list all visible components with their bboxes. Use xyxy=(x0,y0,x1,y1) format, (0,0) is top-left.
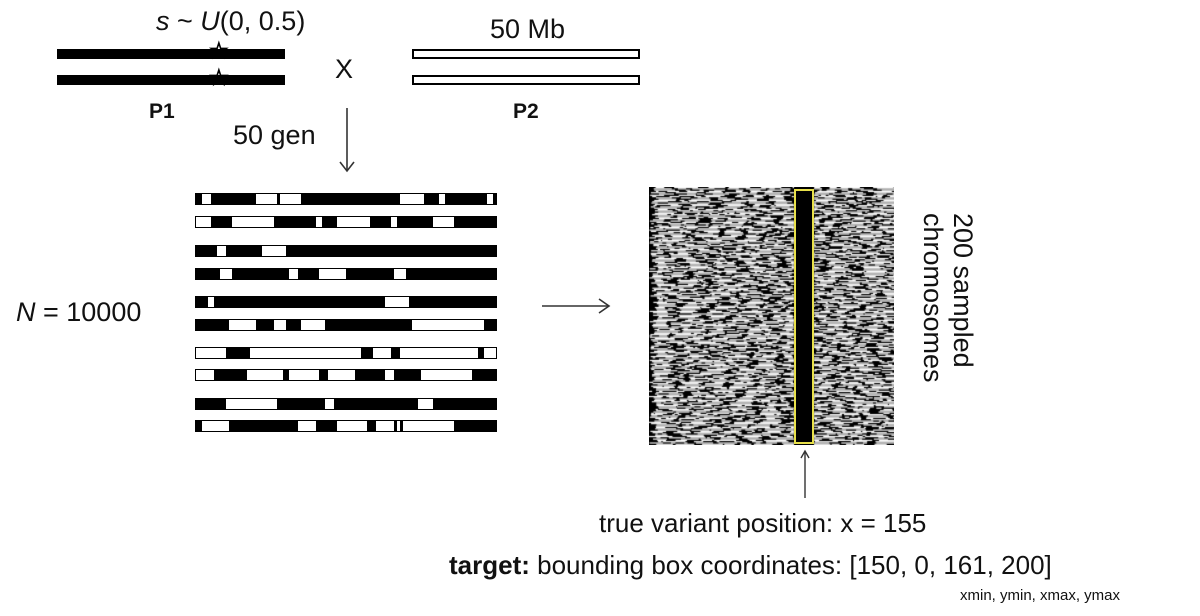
p1-label: P1 xyxy=(149,100,175,123)
p2-segment xyxy=(319,269,346,279)
recombinant-chromosome xyxy=(195,296,497,308)
p2-segment xyxy=(385,297,409,307)
p2-segment xyxy=(325,399,334,409)
selection-formula: s ~ U(0, 0.5) xyxy=(156,6,305,37)
p2-segment xyxy=(394,269,406,279)
target-label-rest: bounding box coordinates: [150, 0, 161, … xyxy=(529,550,1052,580)
haplotype-heatmap xyxy=(649,187,894,445)
p2-segment xyxy=(208,297,214,307)
target-caption: xmin, ymin, xmax, ymax xyxy=(960,587,1121,604)
p2-segment xyxy=(256,194,277,204)
population-symbol-N: N xyxy=(16,297,36,327)
down-arrow-icon xyxy=(339,108,355,173)
population-value: = 10000 xyxy=(35,297,142,327)
p2-segment xyxy=(421,370,472,380)
selection-tilde: ~ xyxy=(169,6,201,36)
p2-segment xyxy=(301,320,325,330)
generations-label: 50 gen xyxy=(233,120,316,150)
recombinant-chromosome xyxy=(195,245,497,257)
p2-segment xyxy=(289,269,298,279)
variant-bounding-box xyxy=(794,189,814,444)
p2-segment xyxy=(196,217,211,227)
population-label: N = 10000 xyxy=(16,297,141,328)
selection-args: (0, 0.5) xyxy=(219,6,306,36)
p2-chromosome-bottom xyxy=(412,75,640,85)
right-arrow-icon xyxy=(542,298,611,314)
selection-symbol-U: U xyxy=(200,6,220,36)
cross-symbol: X xyxy=(335,54,354,84)
p2-label: P2 xyxy=(513,100,539,123)
p2-segment xyxy=(289,370,319,380)
p2-segment xyxy=(484,348,496,358)
length-label: 50 Mb xyxy=(490,14,566,44)
p1-chromosome-bottom xyxy=(57,75,285,85)
p2-segment xyxy=(337,421,367,431)
selection-symbol-s: s xyxy=(156,6,170,36)
p2-segment xyxy=(337,217,370,227)
recombinant-chromosome xyxy=(195,420,497,432)
p2-segment xyxy=(232,217,274,227)
row-count-label: 200 sampled chromosomes xyxy=(918,213,978,383)
target-label-bold: target: xyxy=(449,550,530,580)
recombinant-chromosome xyxy=(195,193,497,205)
p2-segment xyxy=(400,348,478,358)
p2-segment xyxy=(403,421,454,431)
p2-segment xyxy=(391,217,397,227)
row-count-line1: 200 sampled xyxy=(948,213,978,368)
star-icon: ☆ xyxy=(209,66,230,91)
p2-segment xyxy=(250,348,361,358)
p2-chromosome-top xyxy=(412,49,640,59)
p2-segment xyxy=(433,217,454,227)
p2-segment xyxy=(196,370,214,380)
recombinant-chromosome xyxy=(195,216,497,228)
p2-segment xyxy=(376,421,394,431)
p2-segment xyxy=(280,194,301,204)
up-arrow-icon xyxy=(800,449,810,498)
p2-segment xyxy=(373,348,391,358)
p2-segment xyxy=(487,194,493,204)
p2-segment xyxy=(202,194,211,204)
recombinant-chromosomes xyxy=(195,193,497,433)
row-count-line2: chromosomes xyxy=(918,213,948,383)
haplotype-heatmap-canvas xyxy=(649,187,894,445)
target-label: target: bounding box coordinates: [150, … xyxy=(449,550,1052,581)
p2-segment xyxy=(412,320,484,330)
p2-segment xyxy=(274,320,286,330)
p2-segment xyxy=(247,370,283,380)
star-icon: ☆ xyxy=(209,39,230,64)
p2-segment xyxy=(418,399,433,409)
p2-segment xyxy=(385,370,394,380)
p2-segment xyxy=(229,320,256,330)
p2-segment xyxy=(328,370,355,380)
variant-position-label: true variant position: x = 155 xyxy=(599,508,927,538)
p2-segment xyxy=(298,421,316,431)
p2-segment xyxy=(220,269,232,279)
p2-segment xyxy=(196,348,226,358)
p2-segment xyxy=(316,217,322,227)
p2-segment xyxy=(439,194,445,204)
p2-segment xyxy=(397,421,400,431)
p2-segment xyxy=(226,399,277,409)
p2-segment xyxy=(262,246,286,256)
recombinant-chromosome xyxy=(195,398,497,410)
recombinant-chromosome xyxy=(195,347,497,359)
recombinant-chromosome xyxy=(195,369,497,381)
p2-segment xyxy=(400,194,424,204)
p2-segment xyxy=(202,421,229,431)
p1-chromosome-top xyxy=(57,49,285,59)
p2-segment xyxy=(217,246,226,256)
recombinant-chromosome xyxy=(195,268,497,280)
recombinant-chromosome xyxy=(195,319,497,331)
